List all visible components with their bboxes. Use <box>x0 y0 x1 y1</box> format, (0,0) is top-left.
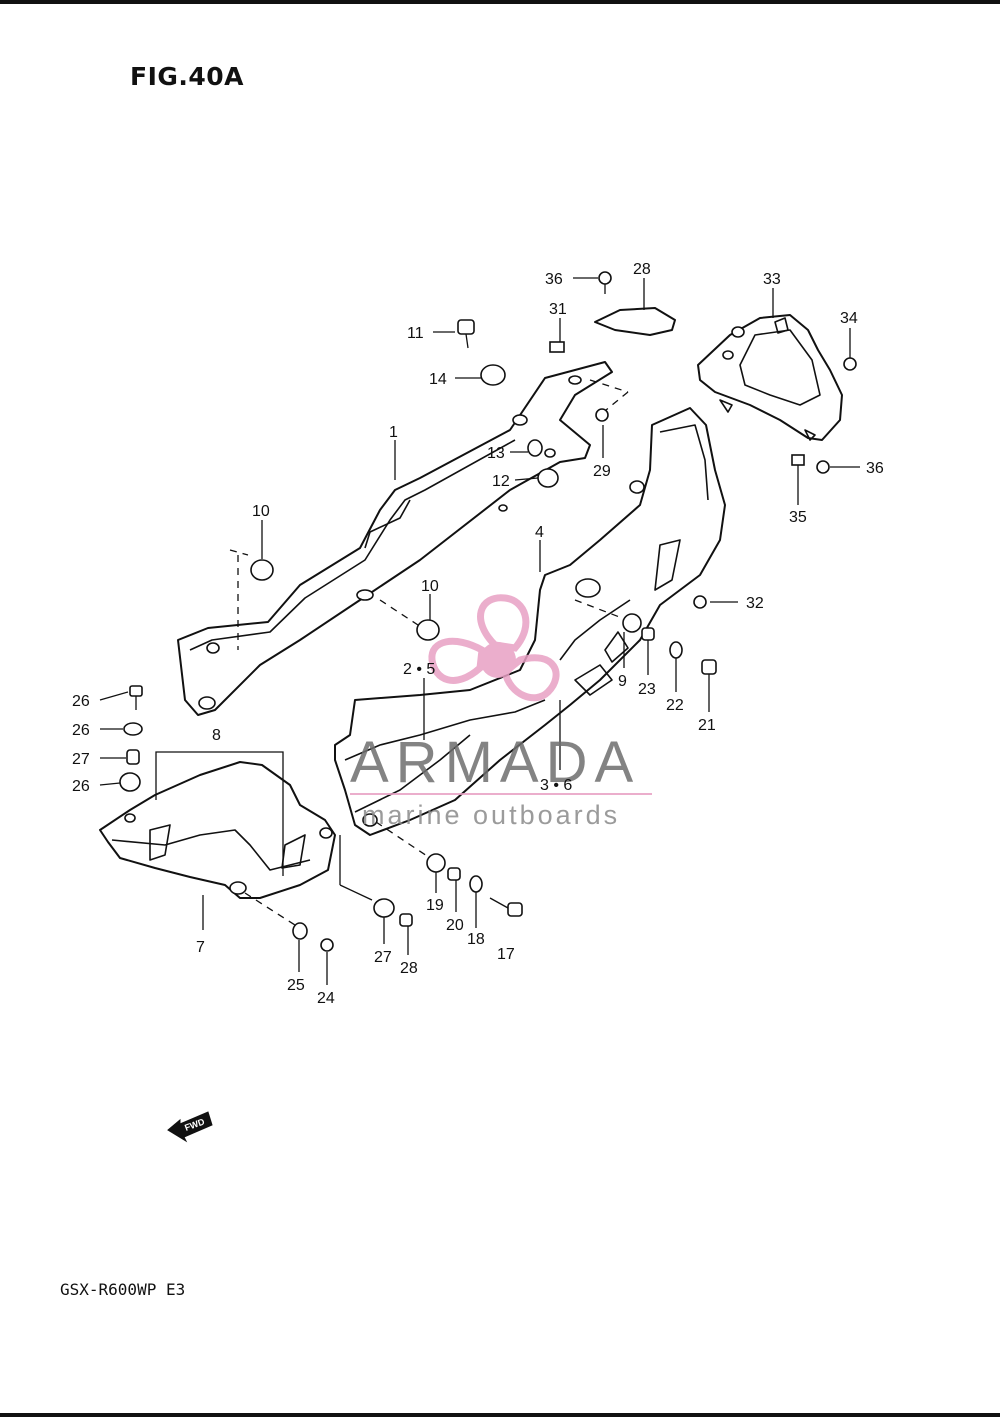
callout-20: 22 <box>666 697 684 714</box>
side-cover-right <box>334 407 726 836</box>
leader-lines <box>99 277 860 985</box>
callout-23: 25 <box>287 977 305 994</box>
callout-35: 35 <box>789 509 807 526</box>
callout-32: 32 <box>746 595 764 612</box>
callout-3-6: 3 • 6 <box>540 777 572 794</box>
callout-30: 36 <box>545 271 563 288</box>
callout-19: 21 <box>698 717 716 734</box>
callout-27-left: 27 <box>72 751 90 768</box>
callout-14: 14 <box>429 371 447 388</box>
hardware-parts <box>119 271 857 952</box>
callout-28: 28 <box>633 261 651 278</box>
watermark-brand: ARMADA <box>350 730 640 795</box>
fwd-arrow-badge: FWD <box>167 1111 213 1143</box>
callout-34: 34 <box>840 310 858 327</box>
callout-11: 11 <box>407 325 424 342</box>
callout-9: 9 <box>618 673 627 690</box>
callout-7: 7 <box>196 939 205 956</box>
callout-1: 1 <box>389 424 398 441</box>
tail-cover <box>697 314 843 441</box>
callout-21: 23 <box>638 681 656 698</box>
figure-title: FIG.40A <box>130 62 245 91</box>
watermark-tagline: marine outboards <box>362 800 620 830</box>
callout-16: 18 <box>467 931 485 948</box>
lower-side-cover <box>99 761 336 899</box>
callout-26-left: 26 <box>72 778 90 795</box>
model-code-label: GSX-R600WP E3 <box>60 1280 186 1299</box>
seat-frame-rail <box>177 361 613 716</box>
callout-18: 20 <box>446 917 464 934</box>
callout-29: 29 <box>593 463 611 480</box>
callout-8: 8 <box>212 727 221 744</box>
callout-10-lower: 10 <box>421 578 439 595</box>
callout-15: 17 <box>497 946 515 963</box>
callout-2-5: 2 • 5 <box>403 661 435 678</box>
armada-watermark: ARMADA marine outboards <box>350 594 652 830</box>
callout-24: 26 <box>72 693 90 710</box>
callout-36: 36 <box>866 460 884 477</box>
callout-27-lower: 28 <box>400 960 418 977</box>
callout-17: 19 <box>426 897 444 914</box>
propeller-logo <box>428 594 560 702</box>
sheet-bottom-border <box>0 1413 1000 1417</box>
callout-12: 12 <box>492 473 510 490</box>
callout-33: 33 <box>763 271 781 288</box>
callout-25: 26 <box>72 722 90 739</box>
callout-labels: 36 28 31 11 14 1 13 12 10 10 29 33 34 36… <box>72 261 884 1007</box>
callout-4: 4 <box>535 524 544 541</box>
callout-26-lower: 27 <box>374 949 392 966</box>
sheet-top-border <box>0 0 1000 4</box>
callout-31: 31 <box>549 301 567 318</box>
callout-22: 24 <box>317 990 335 1007</box>
callout-10-upper: 10 <box>252 503 270 520</box>
callout-13: 13 <box>487 445 505 462</box>
